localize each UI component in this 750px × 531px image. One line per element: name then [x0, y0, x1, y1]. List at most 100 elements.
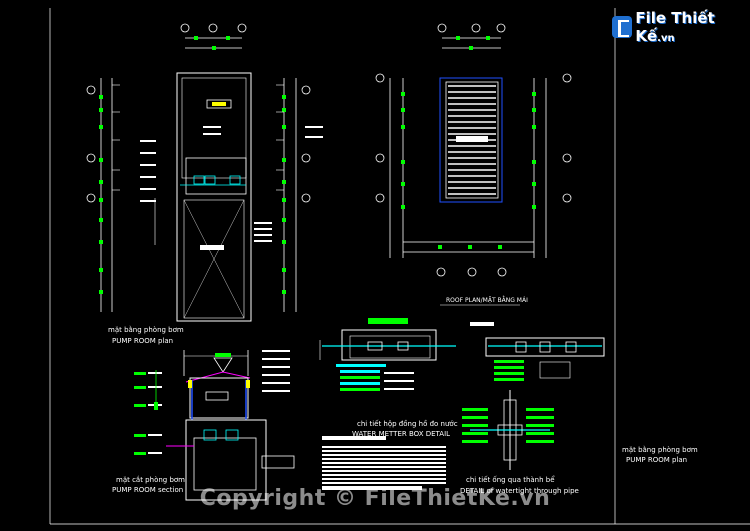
dim-tick — [282, 158, 286, 162]
grid-bubble-left — [86, 85, 96, 95]
text-placeholder-line — [322, 454, 446, 456]
level-tag — [134, 372, 146, 375]
meter-note-line — [340, 388, 380, 391]
pump-room-section — [134, 350, 295, 501]
column-cap — [188, 380, 192, 388]
notes-footer — [322, 486, 422, 490]
through-pipe-title-en: DETAIL of watertight through pipe — [460, 487, 579, 495]
grid-bubble-right — [562, 193, 572, 203]
text-placeholder-line — [384, 372, 414, 374]
grid-bubble-left — [86, 153, 96, 163]
pipe-note-green — [462, 424, 488, 427]
elevation-marker — [154, 402, 158, 410]
through-pipe-title-vn: chi tiết ống qua thành bể — [466, 476, 555, 484]
level-tag — [134, 452, 146, 455]
grid-bubble-top — [471, 23, 481, 33]
text-placeholder-line — [140, 140, 156, 142]
dim-tick — [99, 180, 103, 184]
grid-bubble-right — [562, 73, 572, 83]
dim-tick — [468, 245, 472, 249]
pipe-note-green — [462, 432, 488, 435]
roof-outline — [445, 81, 499, 199]
dim-tick — [401, 182, 405, 186]
grid-bubble-top — [496, 23, 506, 33]
meter-note-tag — [368, 318, 408, 324]
grid-bubble-top — [208, 23, 218, 33]
water-meter-box-detail — [319, 318, 456, 391]
dim-tick — [226, 36, 230, 40]
text-placeholder-line — [254, 240, 272, 242]
pump-unit — [204, 175, 216, 185]
text-placeholder-line — [262, 390, 290, 392]
dim-tick — [401, 108, 405, 112]
dim-tick — [99, 218, 103, 222]
dim-tick — [282, 240, 286, 244]
text-placeholder-line — [262, 358, 290, 360]
meter-box-outer — [341, 329, 437, 361]
pump-room-plan-title-en: PUMP ROOM plan — [112, 337, 174, 345]
roof-plan — [375, 23, 572, 306]
tank-section-wall — [185, 419, 267, 501]
tank-wall-section — [485, 337, 605, 357]
text-placeholder-line — [384, 380, 414, 382]
dim-tick — [498, 245, 502, 249]
through-pipe-detail — [462, 322, 605, 470]
dim-tick — [282, 180, 286, 184]
text-placeholder-line — [322, 470, 446, 472]
dim-tick — [456, 36, 460, 40]
dim-tick — [469, 46, 473, 50]
meter-note-line — [340, 382, 380, 385]
roof-slope-line — [185, 371, 251, 383]
dim-tick — [438, 245, 442, 249]
dim-tick — [401, 92, 405, 96]
logo-suffix: .vn — [657, 33, 675, 44]
dim-tick — [282, 108, 286, 112]
pipe-note-green — [526, 440, 554, 443]
text-placeholder-line — [148, 452, 162, 454]
section-marker-triangle — [213, 357, 233, 373]
dim-tick — [532, 182, 536, 186]
pipe-note-green — [526, 416, 554, 419]
water-tank-plan — [183, 199, 245, 319]
dim-tick — [282, 218, 286, 222]
text-placeholder-line — [305, 126, 323, 128]
dim-tick — [282, 268, 286, 272]
dim-tick — [532, 160, 536, 164]
pump-section-unit — [225, 429, 239, 441]
tank-label — [200, 245, 224, 250]
text-placeholder-line — [262, 366, 290, 368]
dim-tick — [532, 205, 536, 209]
pipe-flange — [539, 341, 551, 353]
grid-bubble-left — [375, 73, 385, 83]
pump-set-frame — [185, 157, 247, 195]
text-placeholder-line — [322, 466, 446, 468]
footing-label-box — [261, 455, 295, 469]
pipe-note-green — [526, 408, 554, 411]
text-placeholder-line — [254, 222, 272, 224]
pump-section-unit — [203, 429, 217, 441]
grid-bubble-top — [180, 23, 190, 33]
dim-tick — [215, 353, 231, 357]
pipe-flange — [565, 341, 577, 353]
text-placeholder-line — [384, 388, 414, 390]
text-placeholder-line — [203, 126, 221, 128]
dim-tick — [99, 108, 103, 112]
grid-bubble-left — [375, 193, 385, 203]
pipe-note-green — [494, 360, 524, 363]
pipe-flange — [515, 341, 527, 353]
text-placeholder-line — [140, 188, 156, 190]
site-logo[interactable]: File Thiết Kế.vn — [612, 9, 750, 45]
pump-room-plan — [86, 23, 323, 322]
meter-note-cyan — [336, 364, 386, 367]
grid-bubble-right — [301, 193, 311, 203]
roof-outline-blue — [439, 77, 503, 203]
grid-bubble-right — [301, 153, 311, 163]
pump-unit — [193, 175, 205, 185]
dim-tick — [532, 108, 536, 112]
grid-bubble-left — [86, 193, 96, 203]
dim-tick — [99, 290, 103, 294]
text-placeholder-line — [305, 136, 323, 138]
dim-tick — [532, 92, 536, 96]
text-placeholder-line — [148, 372, 162, 374]
text-placeholder-line — [140, 164, 156, 166]
